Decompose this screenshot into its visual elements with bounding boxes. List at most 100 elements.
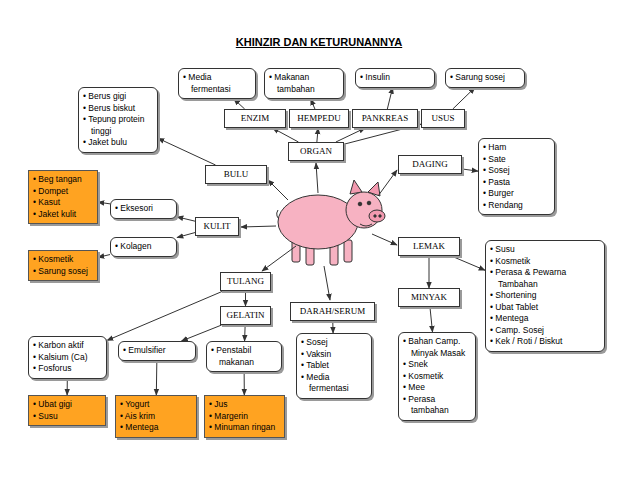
node-text: • Eksesori <box>115 203 172 215</box>
connector-arrow <box>181 325 221 341</box>
pig-eye <box>358 202 362 206</box>
leader-arrow <box>262 246 296 271</box>
node-text: • Tepung protein tinggi <box>83 114 153 137</box>
pig-eye <box>367 201 371 205</box>
pig-body <box>278 195 358 249</box>
item-box: • Emulsifier <box>118 341 196 361</box>
node-text: • Makanan tambahan <box>269 72 339 95</box>
node-text: • Mee <box>403 382 471 394</box>
pig-nostril <box>374 215 376 217</box>
highlight-box: • Kosmetik• Sarung sosej <box>28 250 98 281</box>
node-text: • Yogurt <box>120 399 192 411</box>
node-text: LEMAK <box>401 240 457 253</box>
item-box: • Eksesori <box>110 199 177 219</box>
category-box: DARAH/SERUM <box>290 302 375 321</box>
node-text: • Jaket kulit <box>33 209 93 221</box>
category-box: ENZIM <box>224 109 286 128</box>
node-text: MINYAK <box>401 291 457 304</box>
item-box: • Berus gigi• Berus biskut• Tepung prote… <box>78 87 158 153</box>
highlight-box: • Beg tangan• Dompet• Kasut• Jaket kulit <box>28 170 98 224</box>
node-text: • Burger <box>483 188 550 200</box>
node-text: USUS <box>424 112 462 125</box>
connector-arrow <box>177 233 195 238</box>
node-text: • Berus biskut <box>83 103 153 115</box>
connector-arrow <box>273 128 299 142</box>
connector-arrow <box>177 217 195 221</box>
connector-arrow <box>244 372 245 395</box>
connector-arrow <box>429 256 430 288</box>
node-text: • Perasa tambahan <box>403 394 471 417</box>
node-text: • Mentega <box>120 422 192 434</box>
item-box: • Sarung sosej <box>445 68 525 88</box>
node-text: • Shortening <box>490 290 600 302</box>
node-text: • Mentega <box>490 313 600 325</box>
pig-leg <box>344 240 352 262</box>
node-text: • Snek <box>403 359 471 371</box>
node-text: • Penstabil makanan <box>211 345 277 368</box>
connector-arrow <box>234 99 245 109</box>
item-box: • Makanan tambahan <box>264 68 344 99</box>
pig-nostril <box>379 215 381 217</box>
node-text: • Bahan Camp. Minyak Masak <box>403 336 471 359</box>
node-text: GELATIN <box>223 309 268 322</box>
category-box: MINYAK <box>398 288 460 307</box>
pig-snout <box>369 210 385 222</box>
node-text: • Ham <box>483 142 550 154</box>
node-text: • Kek / Roti / Biskut <box>490 336 600 348</box>
node-text: ORGAN <box>291 145 341 158</box>
highlight-box: • Jus• Margerin• Minuman ringan <box>204 395 285 438</box>
category-box: HEMPEDU <box>289 109 349 128</box>
node-text: • Media fermentasi <box>183 72 251 95</box>
node-text: • Kalsium (Ca) <box>33 352 102 364</box>
node-text: • Sate <box>483 154 550 166</box>
category-box: PANKREAS <box>352 109 418 128</box>
node-text: KULIT <box>198 220 236 233</box>
node-text: TULANG <box>223 275 268 288</box>
item-box: • Kolagen <box>110 237 177 257</box>
highlight-box: • Yogurt• Ais krim• Mentega <box>115 395 197 438</box>
leader-arrow <box>241 226 276 227</box>
node-text: • Ubat Tablet <box>490 302 600 314</box>
node-text: • Jaket bulu <box>83 137 153 149</box>
node-text: • Camp. Sosej <box>490 325 600 337</box>
node-text: • Dompet <box>33 186 93 198</box>
node-text: • Ais krim <box>120 411 192 423</box>
node-text: • Sarung sosej <box>33 266 93 278</box>
node-text: ENZIM <box>227 112 283 125</box>
connector-arrow <box>430 307 433 332</box>
node-text: • Margerin <box>209 411 280 423</box>
item-box: • Susu• Kosmetik• Perasa & Pewarna Tamba… <box>485 240 605 352</box>
node-text: DAGING <box>401 158 459 171</box>
node-text: DARAH/SERUM <box>293 305 372 318</box>
node-text: • Berus gigi <box>83 91 153 103</box>
node-text: • Susu <box>33 411 101 423</box>
category-box: LEMAK <box>398 237 460 256</box>
connector-arrow <box>98 255 110 258</box>
category-box: DAGING <box>398 155 462 174</box>
item-box: • Bahan Camp. Minyak Masak• Snek• Kosmet… <box>398 332 476 421</box>
item-box: • Karbon aktif• Kalsium (Ca)• Fosforus <box>28 336 107 379</box>
connector-arrow <box>451 256 485 270</box>
connector-arrow <box>107 291 223 340</box>
category-box: USUS <box>421 109 465 128</box>
node-text: • Emulsifier <box>123 345 191 357</box>
pig-illustration <box>277 180 385 265</box>
node-text: • Karbon aktif <box>33 340 102 352</box>
leader-arrow <box>378 170 397 196</box>
node-text: • Kosmetik <box>33 254 93 266</box>
node-text: • Media fermentasi <box>301 372 367 395</box>
leader-arrow <box>324 266 330 300</box>
node-text: HEMPEDU <box>292 112 346 125</box>
category-box: GELATIN <box>220 306 271 325</box>
item-box: • Penstabil makanan <box>206 341 282 372</box>
item-box: • Media fermentasi <box>178 68 256 99</box>
connector-arrow <box>462 169 478 171</box>
node-text: • Pasta <box>483 177 550 189</box>
node-text: PANKREAS <box>355 112 415 125</box>
node-text: BULU <box>208 168 264 181</box>
node-text: • Kolagen <box>115 241 172 253</box>
connector-arrow <box>317 128 318 142</box>
node-text: • Minuman ringan <box>209 422 280 434</box>
category-box: BULU <box>205 165 267 184</box>
pig-mouth <box>360 224 372 226</box>
